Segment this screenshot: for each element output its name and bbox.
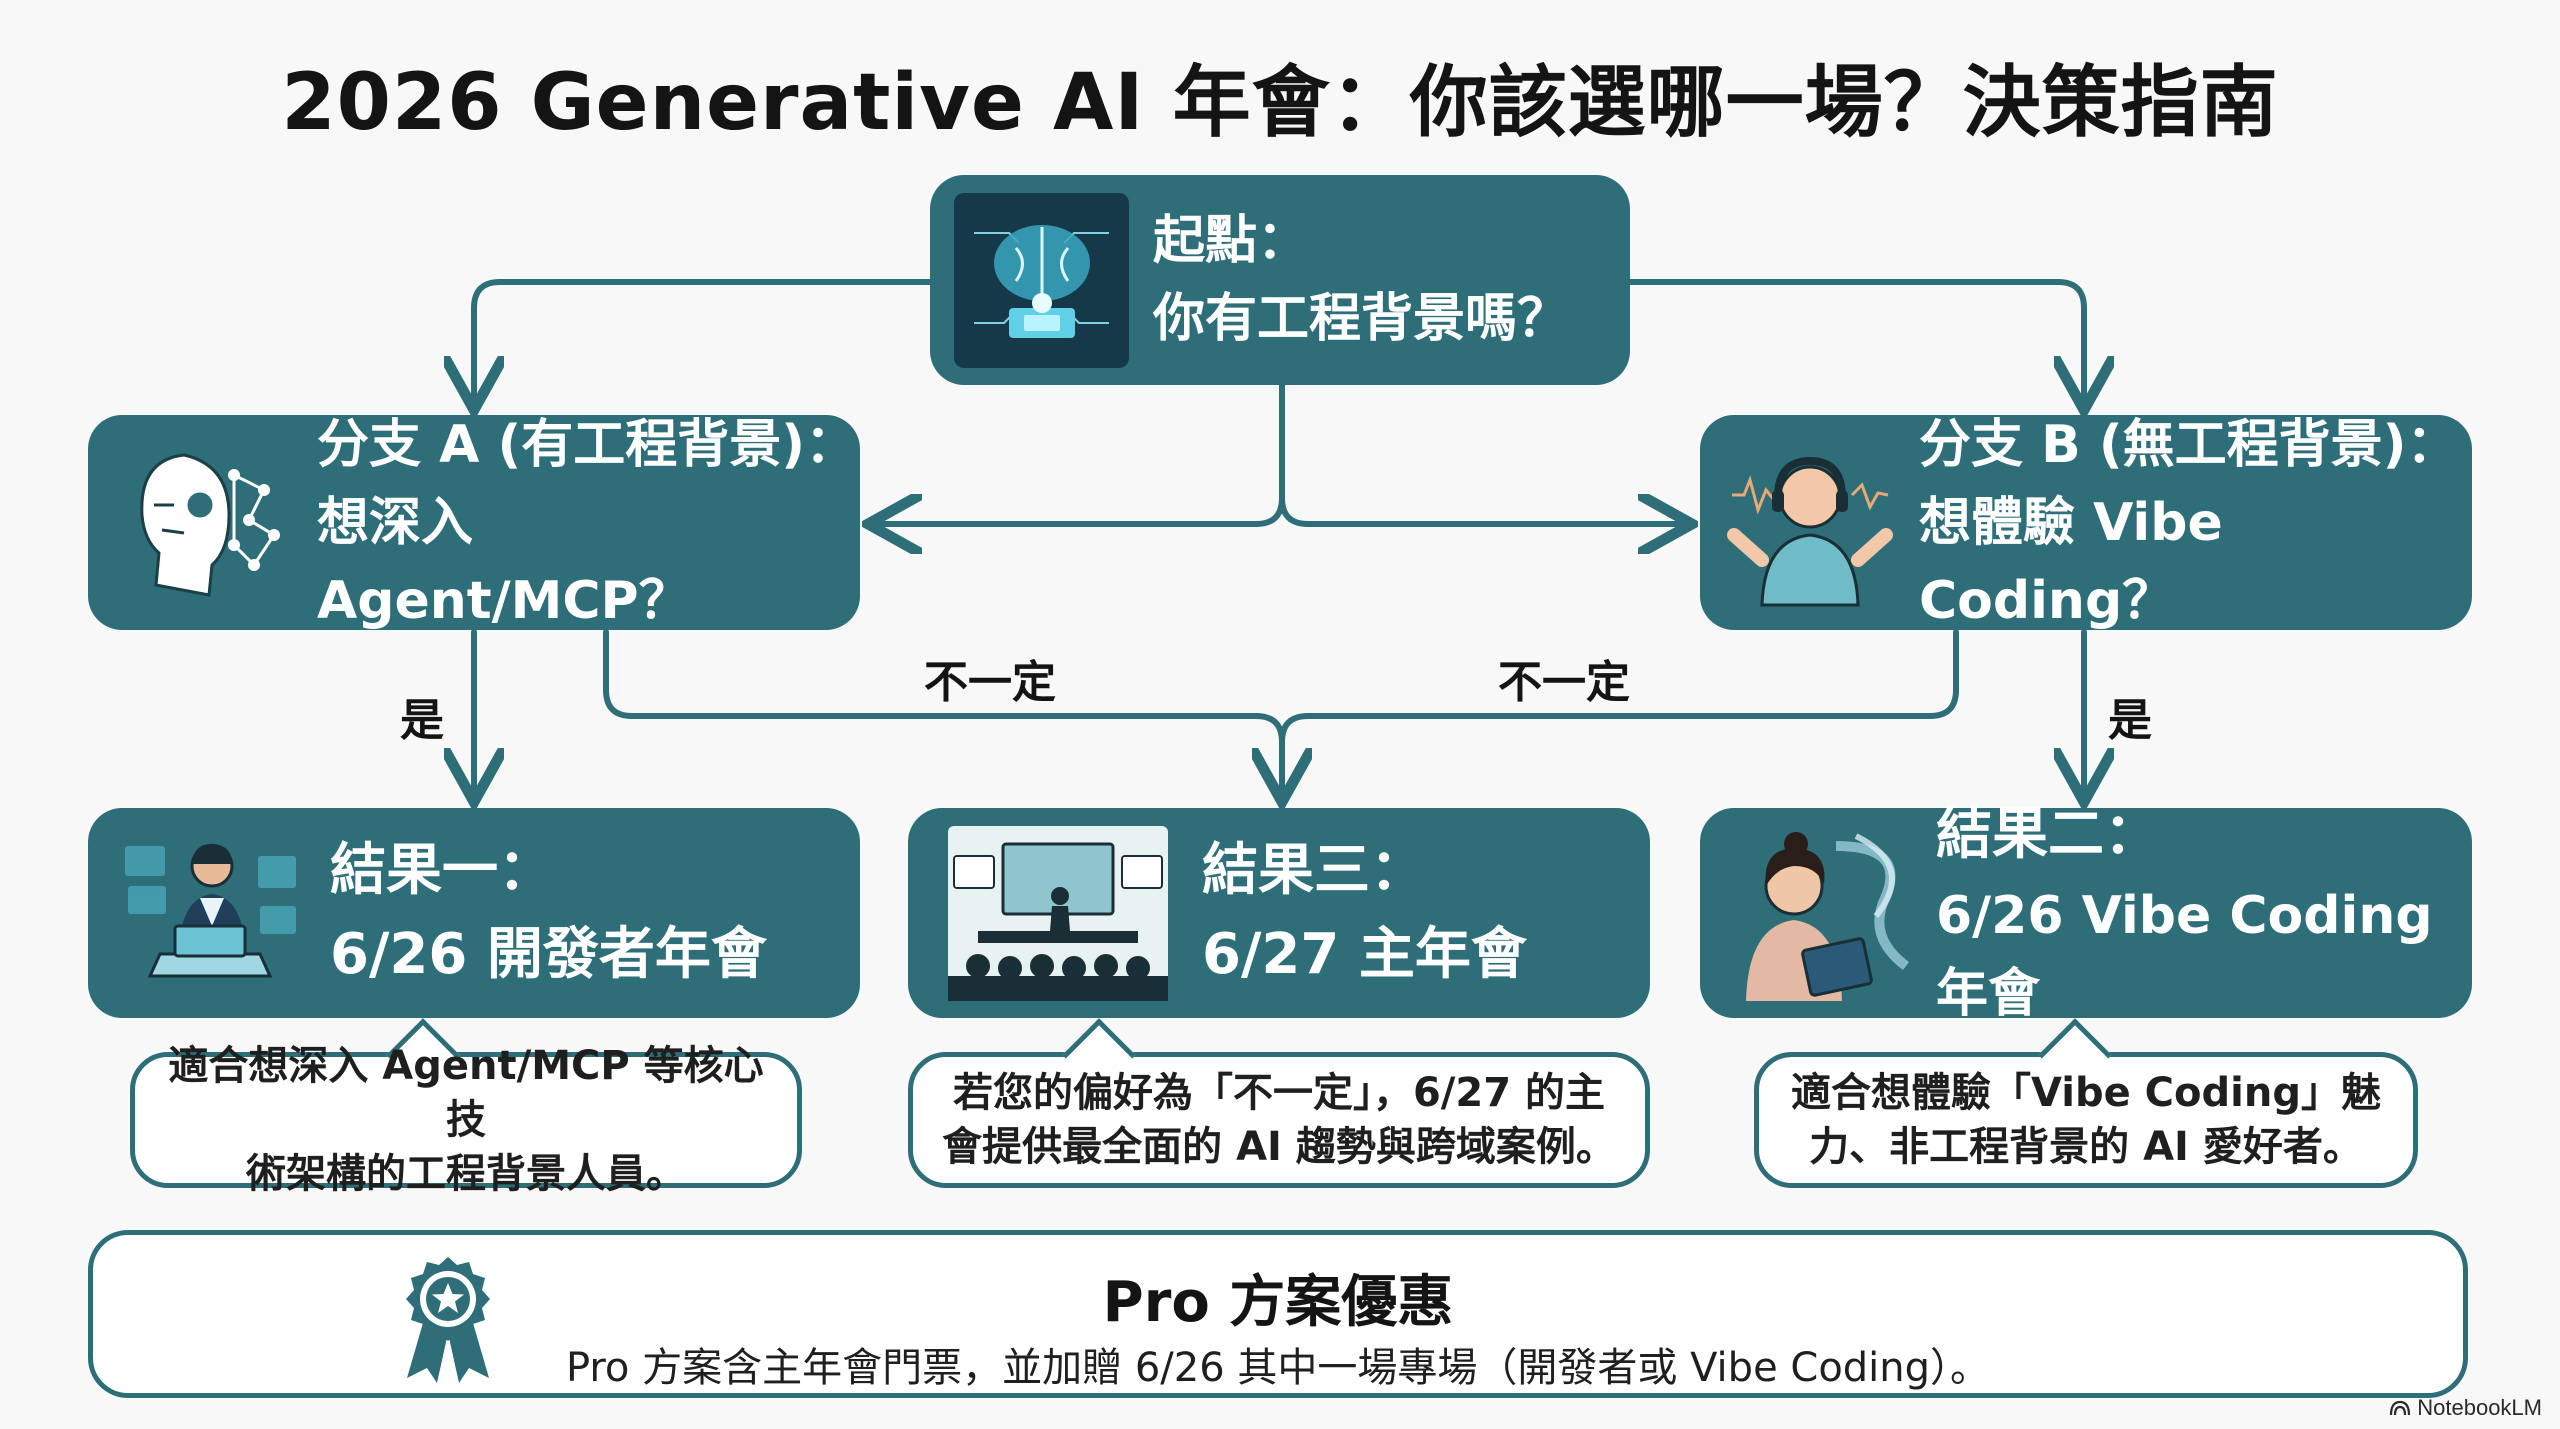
arrow-branch-b-maybe: [1279, 629, 1959, 745]
arrow-start-to-branch-a: [474, 279, 933, 398]
page-title: 2026 Generative AI 年會：你該選哪一場？決策指南: [281, 58, 2279, 148]
start-node-label-2: 你有工程背景嗎？: [1153, 289, 1570, 349]
result-1-desc-line-2: 術架構的工程背景人員。: [246, 1151, 686, 1197]
branch-a-label-2: 想深入 Agent/MCP？: [317, 492, 691, 631]
notebooklm-logo-icon: [2390, 1400, 2411, 1416]
branch-b-label-1: 分支 B (無工程背景)：: [1919, 414, 2459, 475]
result-1-label-2: 6/26 開發者年會: [330, 922, 767, 987]
edge-label-yes-right: 是: [2108, 695, 2152, 746]
arrow-start-to-branch-b: [1627, 279, 2084, 398]
arrow-start-down: [880, 382, 1285, 524]
edge-label-yes-left: 是: [400, 695, 444, 746]
watermark-text: NotebookLM: [2417, 1395, 2542, 1420]
edge-label-maybe-left: 不一定: [924, 657, 1056, 708]
result-3-desc-line-2: 會提供最全面的 AI 趨勢與跨域案例。: [942, 1124, 1616, 1170]
start-node: 起點： 你有工程背景嗎？: [930, 175, 1630, 385]
result-2-label-2: 6/26 Vibe Coding 年會: [1936, 886, 2433, 1024]
branch-b-label-2: 想體驗 Vibe Coding？: [1919, 492, 2223, 631]
ai-brain-chip-icon: [954, 192, 1129, 368]
pro-plan-title: Pro 方案優惠: [1102, 1270, 1454, 1335]
result-3-label-1: 結果三：: [1202, 838, 1426, 903]
start-node-label-1: 起點：: [1153, 211, 1310, 271]
result-2-desc-line-1: 適合想體驗「Vibe Coding」魅: [1791, 1070, 2381, 1116]
branch-b-node: 分支 B (無工程背景)： 想體驗 Vibe Coding？: [1700, 415, 2472, 631]
result-1-desc-line-1: 適合想深入 Agent/MCP 等核心技: [168, 1043, 764, 1143]
edge-label-maybe-right: 不一定: [1498, 657, 1630, 708]
notebooklm-watermark: NotebookLM: [2389, 1395, 2542, 1421]
result-3-description: 若您的偏好為「不一定」，6/27 的主 會提供最全面的 AI 趨勢與跨域案例。: [908, 1018, 1650, 1188]
pro-plan-banner: Pro 方案優惠 Pro 方案含主年會門票，並加贈 6/26 其中一場專場（開發…: [88, 1230, 2468, 1398]
arrow-start-down-right: [1279, 498, 1680, 524]
result-3-desc-line-1: 若您的偏好為「不一定」，6/27 的主: [952, 1070, 1605, 1116]
person-headphones-icon: [1727, 456, 1893, 607]
developer-laptop-icon: [125, 843, 296, 977]
pro-plan-description: Pro 方案含主年會門票，並加贈 6/26 其中一場專場（開發者或 Vibe C…: [565, 1345, 1991, 1391]
branch-a-node: 分支 A (有工程背景)： 想深入 Agent/MCP？: [88, 415, 860, 631]
result-1-description: 適合想深入 Agent/MCP 等核心技 術架構的工程背景人員。: [130, 1018, 802, 1197]
result-1-node: 結果一： 6/26 開發者年會: [88, 808, 860, 1018]
woman-tablet-icon: [1746, 831, 1910, 1001]
award-ribbon-icon: [406, 1257, 490, 1383]
conference-stage-icon: [948, 825, 1168, 1001]
result-1-label-1: 結果一：: [330, 838, 554, 903]
result-2-label-1: 結果二：: [1936, 802, 2160, 867]
robot-network-icon: [140, 453, 280, 597]
result-2-node: 結果二： 6/26 Vibe Coding 年會: [1700, 802, 2472, 1024]
branch-a-label-1: 分支 A (有工程背景)：: [317, 414, 857, 475]
result-3-label-2: 6/27 主年會: [1202, 922, 1527, 987]
result-3-node: 結果三： 6/27 主年會: [908, 808, 1650, 1018]
result-2-desc-line-2: 力、非工程背景的 AI 愛好者。: [1809, 1124, 2363, 1170]
result-2-description: 適合想體驗「Vibe Coding」魅 力、非工程背景的 AI 愛好者。: [1754, 1018, 2418, 1188]
